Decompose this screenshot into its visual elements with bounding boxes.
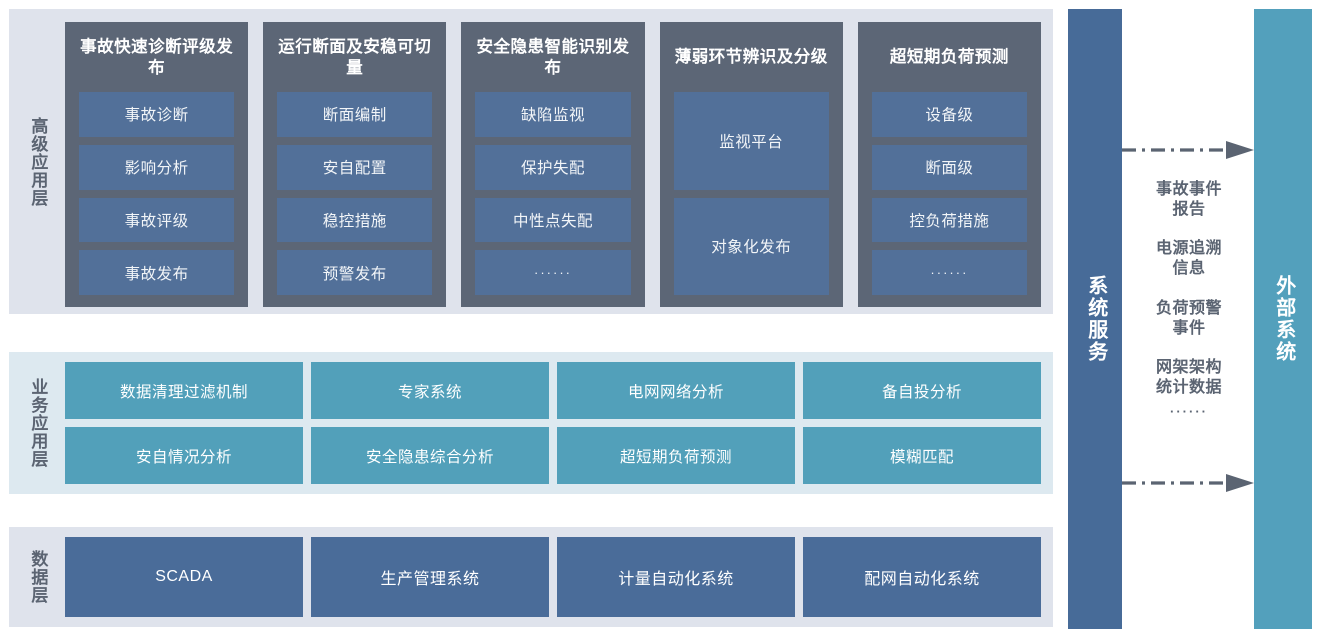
advanced-item-more[interactable]: ······ bbox=[871, 250, 1028, 295]
advanced-item[interactable]: 缺陷监视 bbox=[475, 92, 631, 137]
advanced-card-load-forecast[interactable]: 超短期负荷预测 设备级 断面级 控负荷措施 ······ bbox=[857, 22, 1042, 307]
system-service-bar[interactable]: 系统服务 bbox=[1068, 9, 1122, 629]
advanced-application-layer: 高级应用层 事故快速诊断评级发布 事故诊断 影响分析 事故评级 事故发布 运行断… bbox=[9, 9, 1053, 314]
advanced-card-items: 设备级 断面级 控负荷措施 ······ bbox=[871, 92, 1028, 295]
advanced-card-section-stability[interactable]: 运行断面及安稳可切量 断面编制 安自配置 稳控措施 预警发布 bbox=[263, 22, 447, 307]
advanced-card-hazard-identification[interactable]: 安全隐患智能识别发布 缺陷监视 保护失配 中性点失配 ······ bbox=[461, 22, 645, 307]
data-item[interactable]: 配网自动化系统 bbox=[803, 537, 1041, 617]
advanced-card-title: 超短期负荷预测 bbox=[889, 48, 1009, 67]
advanced-item[interactable]: 稳控措施 bbox=[277, 197, 433, 243]
business-item[interactable]: 电网网络分析 bbox=[557, 362, 795, 419]
advanced-card-title: 薄弱环节辨识及分级 bbox=[674, 48, 828, 67]
advanced-item[interactable]: 事故发布 bbox=[79, 250, 235, 295]
data-item[interactable]: 生产管理系统 bbox=[311, 537, 549, 617]
advanced-card-weak-link-grading[interactable]: 薄弱环节辨识及分级 监视平台 对象化发布 bbox=[659, 22, 843, 307]
business-item[interactable]: 数据清理过滤机制 bbox=[65, 362, 303, 419]
advanced-card-items: 缺陷监视 保护失配 中性点失配 ······ bbox=[475, 92, 631, 295]
advanced-card-items: 事故诊断 影响分析 事故评级 事故发布 bbox=[79, 92, 235, 295]
flow-label: 事故事件 报告 bbox=[1155, 181, 1222, 219]
data-layer: 数据层 SCADA 生产管理系统 计量自动化系统 配网自动化系统 bbox=[9, 527, 1053, 627]
flow-arrow-top bbox=[1122, 140, 1254, 160]
business-layer-rows: 数据清理过滤机制 专家系统 电网网络分析 备自投分析 安自情况分析 安全隐患综合… bbox=[65, 352, 1053, 494]
advanced-item[interactable]: 监视平台 bbox=[673, 92, 829, 190]
business-item[interactable]: 备自投分析 bbox=[803, 362, 1041, 419]
flow-label-more: ······ bbox=[1170, 404, 1208, 420]
advanced-item[interactable]: 控负荷措施 bbox=[871, 197, 1028, 243]
advanced-item[interactable]: 设备级 bbox=[871, 92, 1028, 137]
business-item[interactable]: 安自情况分析 bbox=[65, 427, 303, 484]
system-service-bar-label: 系统服务 bbox=[1084, 275, 1107, 363]
dash-dot-arrow-icon bbox=[1122, 141, 1254, 159]
advanced-layer-cards: 事故快速诊断评级发布 事故诊断 影响分析 事故评级 事故发布 运行断面及安稳可切… bbox=[65, 9, 1053, 314]
advanced-card-accident-diagnosis[interactable]: 事故快速诊断评级发布 事故诊断 影响分析 事故评级 事故发布 bbox=[65, 22, 249, 307]
data-item[interactable]: SCADA bbox=[65, 537, 303, 617]
advanced-card-title: 运行断面及安稳可切量 bbox=[278, 37, 432, 77]
flow-label-list: 事故事件 报告 电源追溯 信息 负荷预警 事件 网架架构 统计数据 ······ bbox=[1130, 180, 1248, 465]
business-application-layer: 业务应用层 数据清理过滤机制 专家系统 电网网络分析 备自投分析 安自情况分析 … bbox=[9, 352, 1053, 494]
advanced-item[interactable]: 中性点失配 bbox=[475, 197, 631, 243]
business-item[interactable]: 超短期负荷预测 bbox=[557, 427, 795, 484]
external-system-bar[interactable]: 外部系统 bbox=[1254, 9, 1312, 629]
flow-label: 电源追溯 信息 bbox=[1155, 240, 1222, 278]
advanced-item[interactable]: 保护失配 bbox=[475, 144, 631, 190]
dash-dot-arrow-icon bbox=[1122, 474, 1254, 492]
external-system-bar-label: 外部系统 bbox=[1272, 275, 1295, 363]
business-item[interactable]: 模糊匹配 bbox=[803, 427, 1041, 484]
advanced-item[interactable]: 断面级 bbox=[871, 144, 1028, 190]
business-layer-label: 业务应用层 bbox=[28, 378, 48, 468]
data-layer-label: 数据层 bbox=[28, 550, 48, 604]
advanced-card-items: 监视平台 对象化发布 bbox=[673, 92, 829, 295]
data-item[interactable]: 计量自动化系统 bbox=[557, 537, 795, 617]
business-row: 数据清理过滤机制 专家系统 电网网络分析 备自投分析 bbox=[65, 362, 1041, 419]
business-item[interactable]: 专家系统 bbox=[311, 362, 549, 419]
business-item[interactable]: 安全隐患综合分析 bbox=[311, 427, 549, 484]
advanced-item-more[interactable]: ······ bbox=[475, 250, 631, 295]
data-layer-items: SCADA 生产管理系统 计量自动化系统 配网自动化系统 bbox=[65, 527, 1053, 627]
advanced-item[interactable]: 事故诊断 bbox=[79, 92, 235, 137]
flow-label: 网架架构 统计数据 bbox=[1155, 358, 1222, 397]
advanced-item[interactable]: 安自配置 bbox=[277, 144, 433, 190]
advanced-card-title: 安全隐患智能识别发布 bbox=[476, 37, 630, 77]
advanced-card-title: 事故快速诊断评级发布 bbox=[80, 37, 234, 77]
flow-arrow-bottom bbox=[1122, 473, 1254, 493]
advanced-item[interactable]: 事故评级 bbox=[79, 197, 235, 243]
advanced-item[interactable]: 断面编制 bbox=[277, 92, 433, 137]
advanced-item[interactable]: 预警发布 bbox=[277, 250, 433, 295]
advanced-card-items: 断面编制 安自配置 稳控措施 预警发布 bbox=[277, 92, 433, 295]
flow-label: 负荷预警 事件 bbox=[1155, 299, 1222, 337]
advanced-item[interactable]: 对象化发布 bbox=[673, 197, 829, 295]
advanced-layer-label: 高级应用层 bbox=[28, 116, 48, 207]
advanced-item[interactable]: 影响分析 bbox=[79, 144, 235, 190]
business-row: 安自情况分析 安全隐患综合分析 超短期负荷预测 模糊匹配 bbox=[65, 427, 1041, 484]
